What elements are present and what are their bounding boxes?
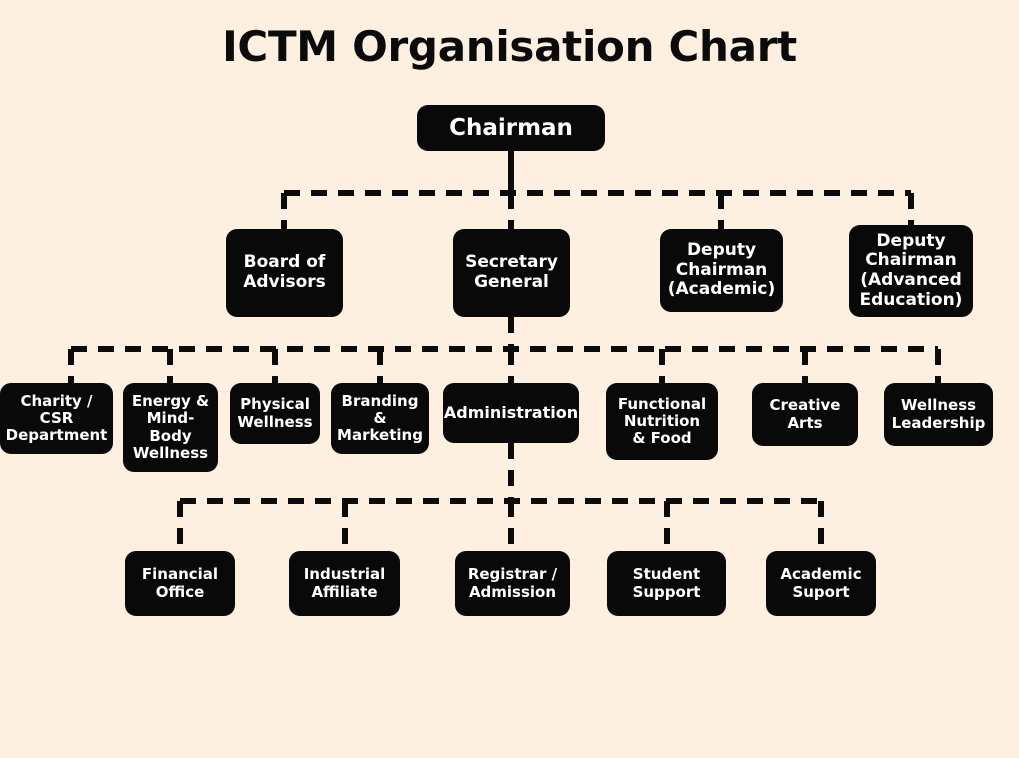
node-functional-nutrition-food[interactable]: Functional Nutrition & Food (606, 383, 718, 460)
node-student-support-label: Student Support (632, 565, 701, 601)
node-physical-wellness-label: Physical Wellness (237, 395, 313, 431)
node-academic-suport[interactable]: Academic Suport (766, 551, 876, 616)
node-secretary-general-label: Secretary General (465, 252, 558, 292)
node-secretary-general[interactable]: Secretary General (453, 229, 570, 317)
node-student-support[interactable]: Student Support (607, 551, 726, 616)
node-wellness-leadership-label: Wellness Leadership (891, 396, 986, 432)
node-wellness-leadership[interactable]: Wellness Leadership (884, 383, 993, 446)
node-energy-mind-body-wellness-label: Energy & Mind- Body Wellness (131, 392, 210, 462)
node-academic-suport-label: Academic Suport (780, 565, 862, 601)
node-charity-csr-department-label: Charity / CSR Department (5, 391, 108, 445)
node-board-of-advisors-label: Board of Advisors (243, 252, 326, 292)
node-board-of-advisors[interactable]: Board of Advisors (226, 229, 343, 317)
node-financial-office-label: Financial Office (141, 565, 219, 601)
node-administration-label: Administration (443, 402, 579, 422)
node-registrar-admission[interactable]: Registrar / Admission (455, 551, 570, 616)
page-title: ICTM Organisation Chart (222, 22, 797, 71)
node-physical-wellness[interactable]: Physical Wellness (230, 383, 320, 444)
node-chairman-label: Chairman (449, 114, 573, 141)
node-financial-office[interactable]: Financial Office (125, 551, 235, 616)
node-functional-nutrition-food-label: Functional Nutrition & Food (617, 394, 707, 448)
node-chairman[interactable]: Chairman (417, 105, 605, 151)
node-deputy-chairman-academic[interactable]: Deputy Chairman (Academic) (660, 229, 783, 312)
node-branding-marketing-label: Branding & Marketing (337, 391, 423, 445)
node-deputy-chairman-advanced-education[interactable]: Deputy Chairman (Advanced Education) (849, 225, 973, 317)
node-charity-csr-department[interactable]: Charity / CSR Department (0, 383, 113, 454)
node-registrar-admission-label: Registrar / Admission (467, 565, 558, 601)
node-deputy-chairman-academic-label: Deputy Chairman (Academic) (667, 240, 776, 300)
node-industrial-affiliate-label: Industrial Affiliate (303, 565, 386, 601)
node-industrial-affiliate[interactable]: Industrial Affiliate (289, 551, 400, 616)
node-energy-mind-body-wellness[interactable]: Energy & Mind- Body Wellness (123, 383, 218, 472)
node-creative-arts[interactable]: Creative Arts (752, 383, 858, 446)
node-deputy-chairman-advanced-education-label: Deputy Chairman (Advanced Education) (859, 230, 963, 310)
node-branding-marketing[interactable]: Branding & Marketing (331, 383, 429, 454)
node-administration[interactable]: Administration (443, 383, 579, 443)
node-creative-arts-label: Creative Arts (769, 396, 841, 432)
